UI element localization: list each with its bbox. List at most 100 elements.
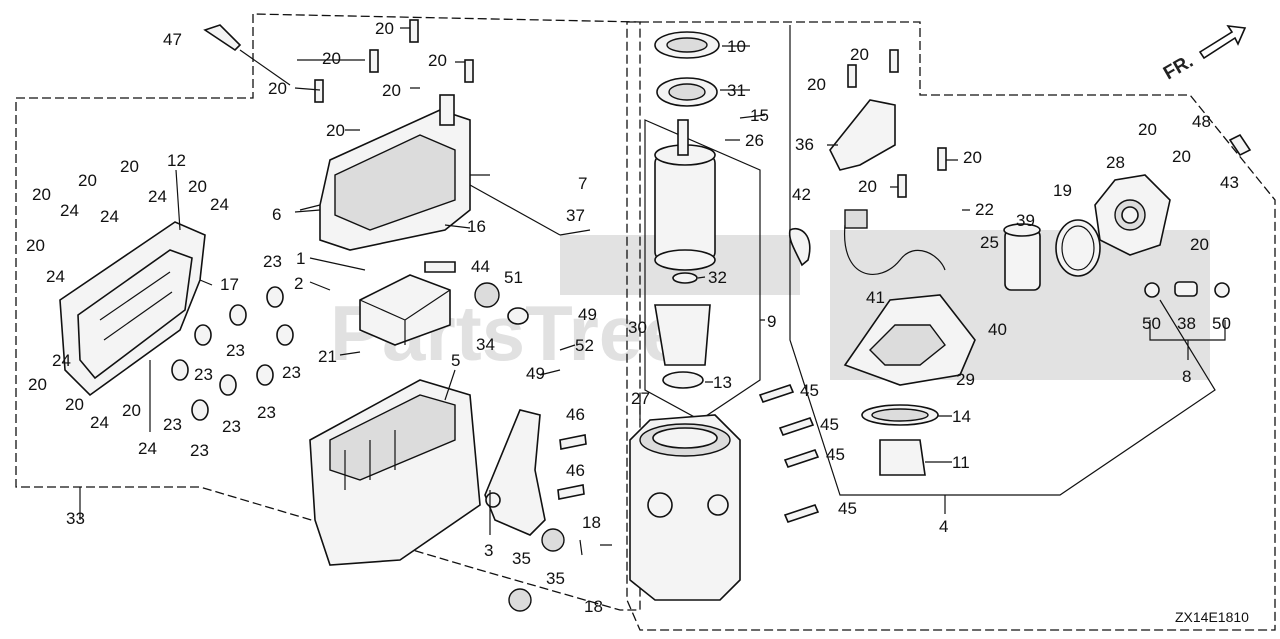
callout-20: 20 bbox=[65, 395, 84, 414]
callout-27: 27 bbox=[631, 389, 650, 408]
callout-8: 8 bbox=[1182, 367, 1191, 386]
fuel-pump-body bbox=[654, 119, 716, 271]
callout-33: 33 bbox=[66, 509, 85, 528]
callout-20: 20 bbox=[963, 148, 982, 167]
callout-11: 11 bbox=[952, 453, 970, 472]
callout-45: 45 bbox=[826, 445, 845, 464]
callout-23: 23 bbox=[194, 365, 213, 384]
callout-19: 19 bbox=[1053, 181, 1072, 200]
bracket-3 bbox=[484, 409, 546, 536]
direction-arrow-icon bbox=[1198, 25, 1247, 60]
pump-seals bbox=[654, 31, 720, 389]
callout-1: 1 bbox=[296, 249, 305, 268]
callout-16: 16 bbox=[467, 217, 486, 236]
callout-24: 24 bbox=[52, 351, 71, 370]
callout-30: 30 bbox=[628, 318, 647, 337]
callout-20: 20 bbox=[858, 177, 877, 196]
callout-20: 20 bbox=[122, 401, 141, 420]
callout-35: 35 bbox=[512, 549, 531, 568]
filter-cover bbox=[1094, 174, 1171, 256]
callout-15: 15 bbox=[750, 106, 769, 125]
callout-37: 37 bbox=[566, 206, 585, 225]
callout-20: 20 bbox=[850, 45, 869, 64]
callout-34: 34 bbox=[476, 335, 495, 354]
callout-24: 24 bbox=[100, 207, 119, 226]
callout-4: 4 bbox=[939, 517, 948, 536]
vapor-separator-upper bbox=[299, 94, 490, 251]
callout-6: 6 bbox=[272, 205, 281, 224]
callout-17: 17 bbox=[220, 275, 239, 294]
callout-43: 43 bbox=[1220, 173, 1239, 192]
callout-46: 46 bbox=[566, 461, 585, 480]
callout-18: 18 bbox=[582, 513, 601, 532]
callout-10: 10 bbox=[727, 37, 746, 56]
callout-2: 2 bbox=[294, 274, 303, 293]
callout-39: 39 bbox=[1016, 211, 1035, 230]
callout-20: 20 bbox=[78, 171, 97, 190]
callout-20: 20 bbox=[188, 177, 207, 196]
callout-28: 28 bbox=[1106, 153, 1125, 172]
small-parts-38-50 bbox=[1144, 281, 1230, 298]
callout-18: 18 bbox=[584, 597, 603, 616]
callout-24: 24 bbox=[148, 187, 167, 206]
boundary-fuel-pump bbox=[644, 119, 761, 421]
seal-14-and-11 bbox=[861, 404, 939, 476]
fuel-filter-element bbox=[1003, 219, 1101, 291]
callout-50: 50 bbox=[1212, 314, 1231, 333]
callout-31: 31 bbox=[727, 81, 746, 100]
callout-12: 12 bbox=[167, 151, 186, 170]
separator-cap bbox=[359, 274, 451, 346]
callout-32: 32 bbox=[708, 268, 727, 287]
callout-24: 24 bbox=[46, 267, 65, 286]
callout-24: 24 bbox=[210, 195, 229, 214]
callout-20: 20 bbox=[375, 19, 394, 38]
callout-29: 29 bbox=[956, 370, 975, 389]
callout-26: 26 bbox=[745, 131, 764, 150]
callout-23: 23 bbox=[190, 441, 209, 460]
callout-49: 49 bbox=[578, 305, 597, 324]
callouts: 47 20 20 20 20 20 20 20 20 20 20 20 20 2… bbox=[26, 19, 1239, 616]
callout-20: 20 bbox=[428, 51, 447, 70]
callout-45: 45 bbox=[838, 499, 857, 518]
callout-24: 24 bbox=[60, 201, 79, 220]
callout-3: 3 bbox=[484, 541, 493, 560]
callout-23: 23 bbox=[257, 403, 276, 422]
callout-9: 9 bbox=[767, 312, 776, 331]
bracket-36 bbox=[829, 99, 896, 171]
callout-25: 25 bbox=[980, 233, 999, 252]
direction-label: FR. bbox=[1160, 51, 1197, 84]
callout-52: 52 bbox=[575, 336, 594, 355]
callout-23: 23 bbox=[263, 252, 282, 271]
callout-45: 45 bbox=[800, 381, 819, 400]
callout-50: 50 bbox=[1142, 314, 1161, 333]
callout-41: 41 bbox=[866, 288, 885, 307]
callout-51: 51 bbox=[504, 268, 523, 287]
pressure-regulator-base bbox=[843, 294, 976, 386]
fuel-filter-housing bbox=[629, 414, 741, 601]
callout-45: 45 bbox=[820, 415, 839, 434]
callout-20: 20 bbox=[326, 121, 345, 140]
callout-23: 23 bbox=[163, 415, 182, 434]
callout-38: 38 bbox=[1177, 314, 1196, 333]
diagram-code: ZX14E1810 bbox=[1175, 609, 1249, 625]
callout-20: 20 bbox=[28, 375, 47, 394]
callout-20: 20 bbox=[807, 75, 826, 94]
callout-20: 20 bbox=[32, 185, 51, 204]
float-chamber bbox=[309, 379, 481, 566]
callout-20: 20 bbox=[382, 81, 401, 100]
boundary-9 bbox=[626, 21, 1276, 631]
callout-23: 23 bbox=[282, 363, 301, 382]
callout-35: 35 bbox=[546, 569, 565, 588]
callout-47: 47 bbox=[163, 30, 182, 49]
callout-20: 20 bbox=[1138, 120, 1157, 139]
callout-36: 36 bbox=[795, 135, 814, 154]
callout-23: 23 bbox=[222, 417, 241, 436]
callout-14: 14 bbox=[952, 407, 971, 426]
callout-24: 24 bbox=[90, 413, 109, 432]
callout-20: 20 bbox=[26, 236, 45, 255]
bolts bbox=[203, 19, 1252, 523]
callout-46: 46 bbox=[566, 405, 585, 424]
callout-49: 49 bbox=[526, 364, 545, 383]
callout-44: 44 bbox=[471, 257, 490, 276]
